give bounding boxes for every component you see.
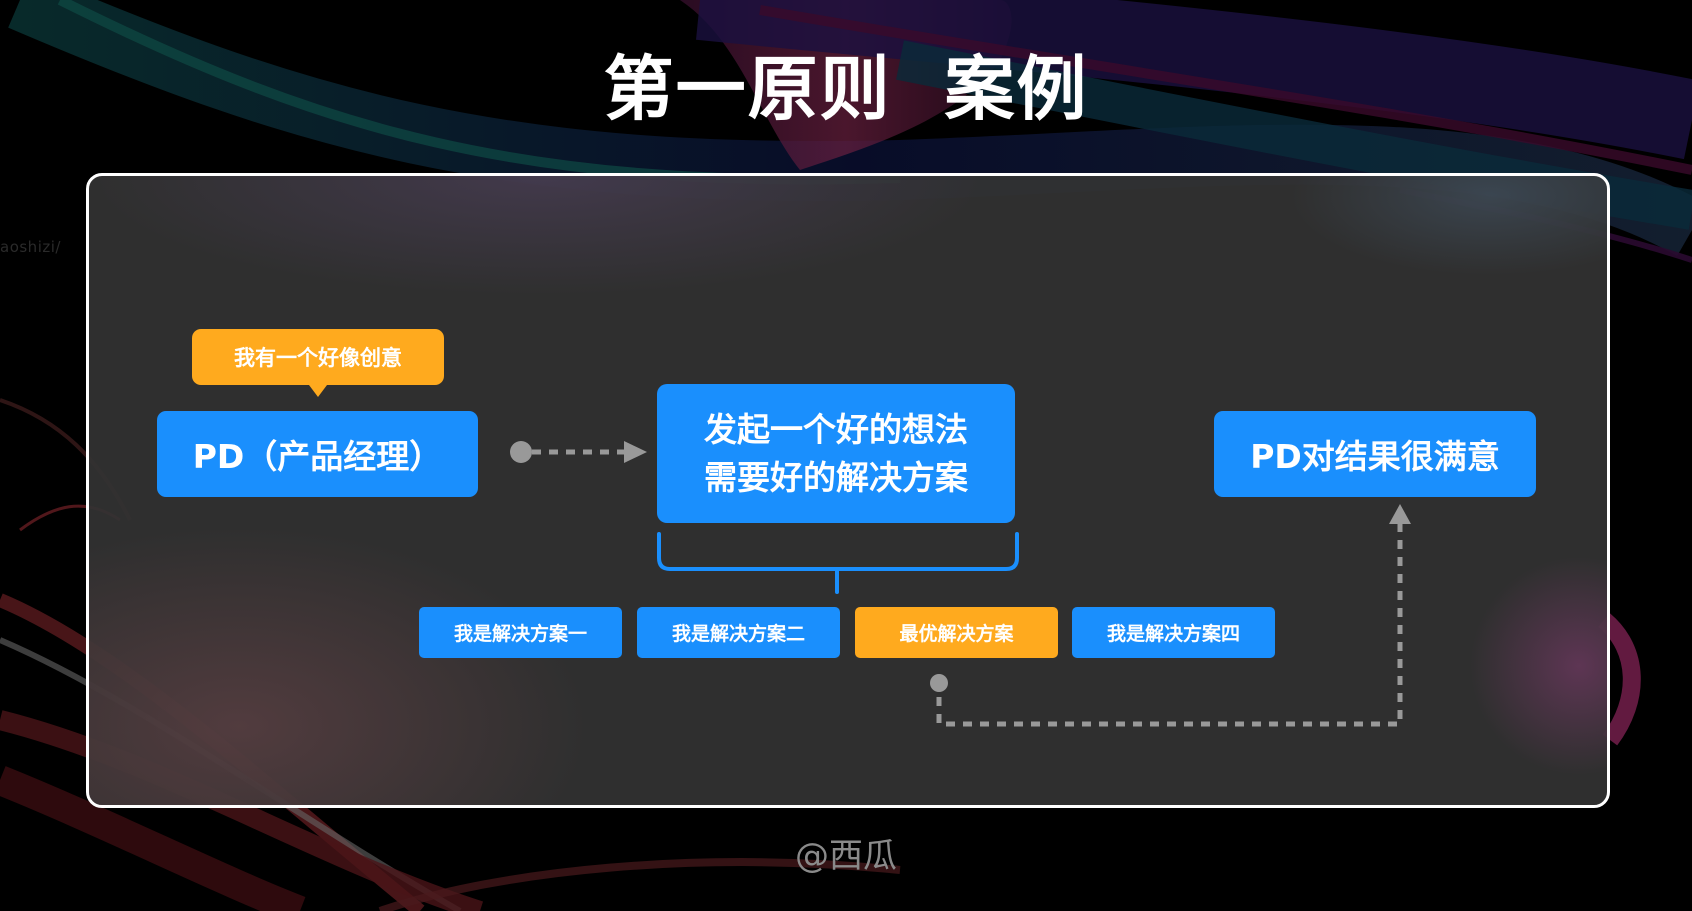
solution-box-1: 我是解决方案一 (419, 607, 622, 658)
idea-speech-bubble: 我有一个好像创意 (192, 329, 444, 385)
goal-line-2: 需要好的解决方案 (704, 457, 968, 497)
speech-bubble-tail (309, 385, 327, 397)
pd-box: PD（产品经理） (157, 411, 478, 497)
goal-line-1: 发起一个好的想法 (704, 409, 968, 449)
watermark-text: aoshizi/ (0, 238, 61, 256)
result-box: PD对结果很满意 (1214, 411, 1536, 497)
solution-box-2: 我是解决方案二 (637, 607, 840, 658)
panel-glow-bottomleft (89, 526, 589, 805)
panel-glow-topright (1289, 176, 1607, 276)
goal-box: 发起一个好的想法 需要好的解决方案 (657, 384, 1015, 523)
solution-box-4: 我是解决方案四 (1072, 607, 1275, 658)
author-credit: @西瓜 (795, 836, 897, 876)
panel-glow-top (89, 176, 989, 296)
slide-title: 第一原则 案例 (603, 48, 1089, 130)
solution-box-best: 最优解决方案 (855, 607, 1058, 658)
panel-glow-right (1469, 556, 1607, 776)
